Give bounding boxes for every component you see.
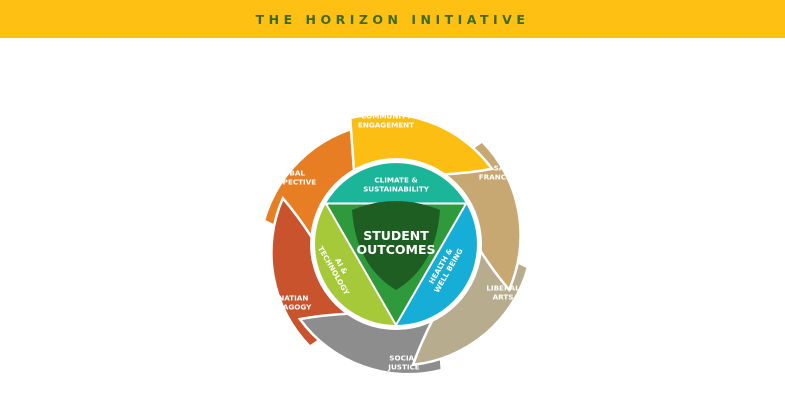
center-shield bbox=[352, 201, 440, 290]
page-title: THE HORIZON INITIATIVE bbox=[255, 11, 530, 27]
header-banner: THE HORIZON INITIATIVE bbox=[0, 0, 785, 38]
segment-climate-sustainability-label: CLIMATE &SUSTAINABILITY bbox=[363, 176, 430, 194]
